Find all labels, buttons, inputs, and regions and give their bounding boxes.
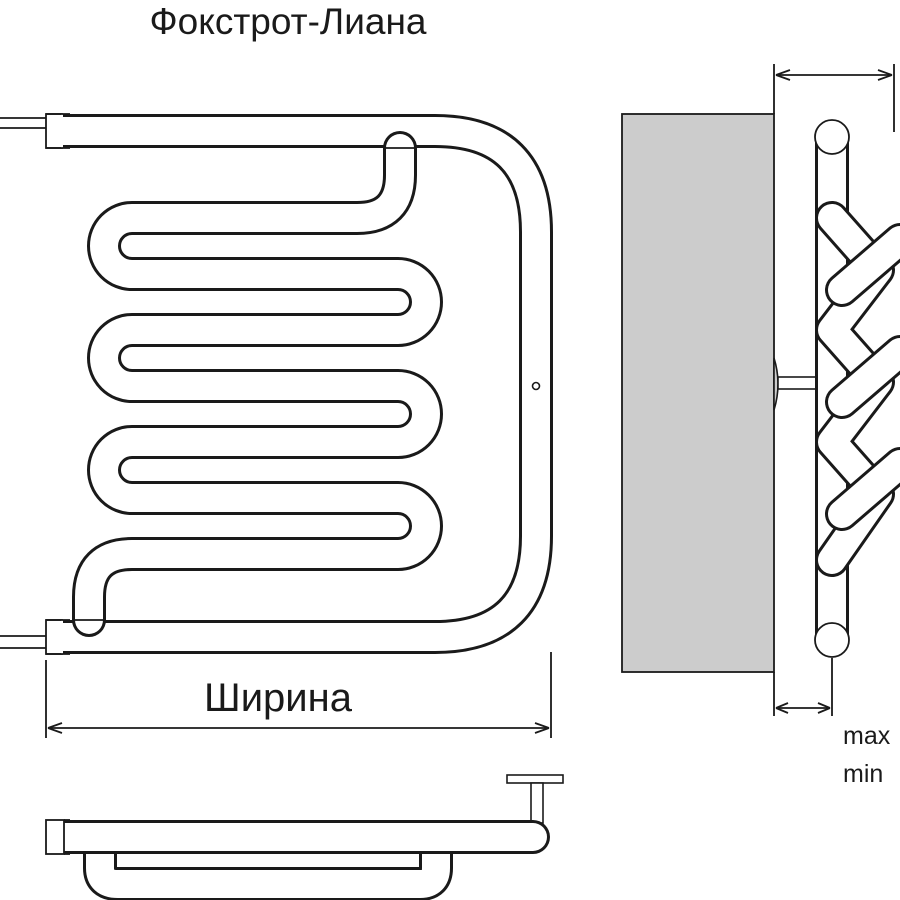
side-bottom-end	[814, 622, 850, 658]
side-zigzag-coil	[815, 201, 900, 577]
side-view	[621, 113, 900, 673]
min-label: min	[843, 760, 883, 788]
depth-dimension-top	[773, 64, 895, 132]
width-dimension	[45, 652, 552, 738]
wall-bracket	[773, 357, 817, 411]
wall-block	[621, 113, 775, 673]
top-view-coil	[83, 835, 453, 900]
inlet-connection-bottom	[0, 635, 46, 649]
max-label: max	[843, 722, 891, 750]
width-label: Ширина	[204, 676, 353, 720]
front-view	[0, 113, 553, 655]
air-vent-marker	[531, 381, 541, 391]
product-title: Фокстрот-Лиана	[150, 1, 427, 42]
serpentine-coil	[72, 131, 443, 637]
top-view-mount	[506, 774, 564, 824]
side-top-end	[814, 119, 850, 155]
top-view-pipe	[45, 819, 550, 855]
depth-dimension-bottom	[773, 658, 833, 716]
inlet-connection-top	[0, 117, 46, 129]
top-view	[45, 774, 564, 900]
